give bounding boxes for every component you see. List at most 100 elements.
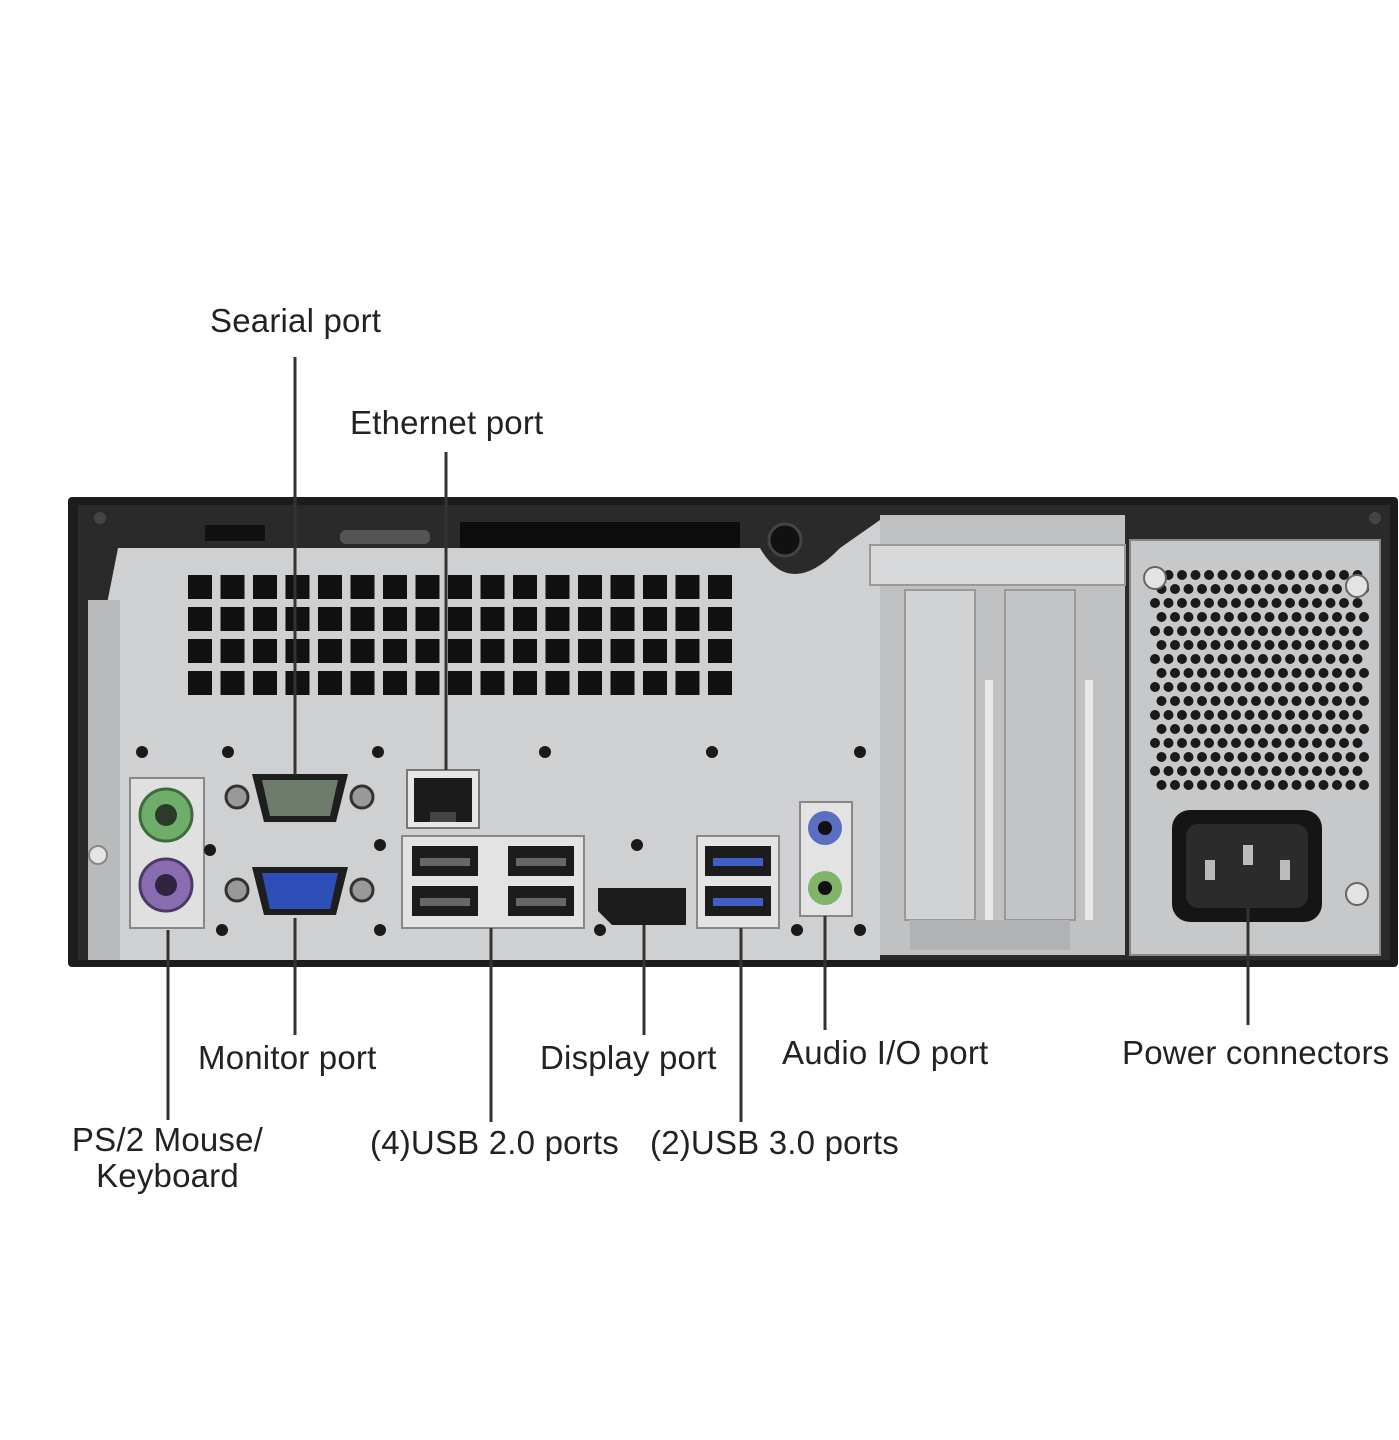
psu-grille-hole [1264, 668, 1275, 678]
vent-hole [220, 607, 245, 631]
psu-grille-hole [1312, 766, 1322, 776]
psu-grille-hole [1318, 780, 1329, 790]
psu-grille-hole [1312, 682, 1322, 692]
psu-grille-hole [1285, 598, 1295, 608]
psu-grille-hole [1291, 584, 1302, 594]
screw-dot [706, 746, 718, 758]
vent-hole [350, 671, 375, 695]
psu-grille-hole [1224, 752, 1234, 762]
psu-grille-hole [1359, 752, 1369, 762]
power-connector-icon [1172, 810, 1322, 922]
psu-grille-hole [1177, 738, 1187, 748]
psu-grille-hole [1318, 612, 1329, 622]
psu-grille-hole [1285, 570, 1295, 580]
psu-grille-hole [1224, 584, 1234, 594]
vent-hole [318, 639, 342, 663]
psu-grille-hole [1244, 766, 1255, 776]
psu-grille-hole [1190, 710, 1201, 720]
psu-grille-hole [1177, 710, 1187, 720]
label-ps2-mouse-keyboard: PS/2 Mouse/ Keyboard [60, 1122, 275, 1194]
vent-hole [610, 639, 635, 663]
psu-grille-hole [1298, 682, 1309, 692]
psu-grille-hole [1278, 668, 1288, 678]
psu-grille-hole [1217, 738, 1228, 748]
usb2-ports [401, 835, 585, 929]
psu-grille-hole [1345, 668, 1356, 678]
vent-hole [675, 575, 700, 599]
psu-grille-hole [1264, 584, 1275, 594]
psu-grille-hole [1224, 668, 1234, 678]
psu-grille-hole [1271, 570, 1282, 580]
psu-grille-hole [1251, 612, 1261, 622]
psu-grille-hole [1298, 598, 1309, 608]
vent-hole [578, 607, 602, 631]
psu-grille-hole [1197, 780, 1207, 790]
psu-grille-hole [1264, 640, 1275, 650]
vga-port-icon [224, 867, 375, 915]
psu-grille-hole [1359, 668, 1369, 678]
screw-dot [631, 839, 643, 851]
psu-grille-hole [1251, 640, 1261, 650]
psu-grille-hole [1298, 570, 1309, 580]
psu-grille-hole [1352, 710, 1363, 720]
psu-grille-hole [1258, 682, 1268, 692]
psu-grille-hole [1305, 696, 1315, 706]
vent-hole [545, 671, 570, 695]
psu-grille-hole [1339, 626, 1349, 636]
displayport-icon [598, 888, 686, 925]
psu-grille-hole [1237, 752, 1248, 762]
psu-grille-hole [1217, 710, 1228, 720]
psu-grille-hole [1339, 598, 1349, 608]
vent-hole [448, 671, 472, 695]
screw-dot [854, 746, 866, 758]
psu-grille-hole [1285, 654, 1295, 664]
psu-grille-hole [1244, 710, 1255, 720]
vent-hole [318, 671, 342, 695]
vent-hole [448, 575, 472, 599]
psu-grille-hole [1332, 640, 1342, 650]
psu-grille-hole [1217, 570, 1228, 580]
leader-lines [166, 357, 1250, 1122]
vent-hole [513, 607, 537, 631]
vent-hole [448, 607, 472, 631]
vent-hole [253, 575, 277, 599]
psu-grille-hole [1204, 598, 1214, 608]
psu-grille-hole [1197, 640, 1207, 650]
psu-grille-hole [1312, 570, 1322, 580]
vent-hole [253, 607, 277, 631]
screw-dot [791, 924, 803, 936]
psu-grille-hole [1204, 626, 1214, 636]
vent-hole [708, 575, 732, 599]
psu-grille-hole [1298, 710, 1309, 720]
psu-grille-hole [1271, 766, 1282, 776]
psu-grille-hole [1258, 570, 1268, 580]
label-usb2-ports: (4)USB 2.0 ports [370, 1124, 619, 1161]
psu-grille-hole [1278, 584, 1288, 594]
psu-grille-hole [1339, 710, 1349, 720]
psu-grille-hole [1177, 598, 1187, 608]
psu-grille-hole [1237, 612, 1248, 622]
psu-grille-hole [1271, 710, 1282, 720]
vent-hole [415, 607, 440, 631]
psu-grille-hole [1231, 570, 1241, 580]
psu-grille-hole [1352, 654, 1363, 664]
psu-grille-hole [1183, 752, 1194, 762]
usb3-ports [696, 835, 780, 929]
vent-hole [285, 575, 310, 599]
vent-hole [285, 671, 310, 695]
psu-grille-hole [1156, 640, 1167, 650]
vent-hole [188, 607, 212, 631]
vent-hole [708, 639, 732, 663]
psu-grille-hole [1237, 696, 1248, 706]
psu-grille-hole [1190, 570, 1201, 580]
expansion-slots [869, 515, 1126, 955]
psu-grille-hole [1217, 598, 1228, 608]
serial-port-icon [224, 774, 375, 822]
vent-hole [513, 639, 537, 663]
screw-dot [222, 746, 234, 758]
screw-dot [136, 746, 148, 758]
psu-grille-hole [1305, 584, 1315, 594]
psu-grille-hole [1244, 654, 1255, 664]
psu-grille-hole [1150, 654, 1160, 664]
psu-grille-hole [1177, 570, 1187, 580]
